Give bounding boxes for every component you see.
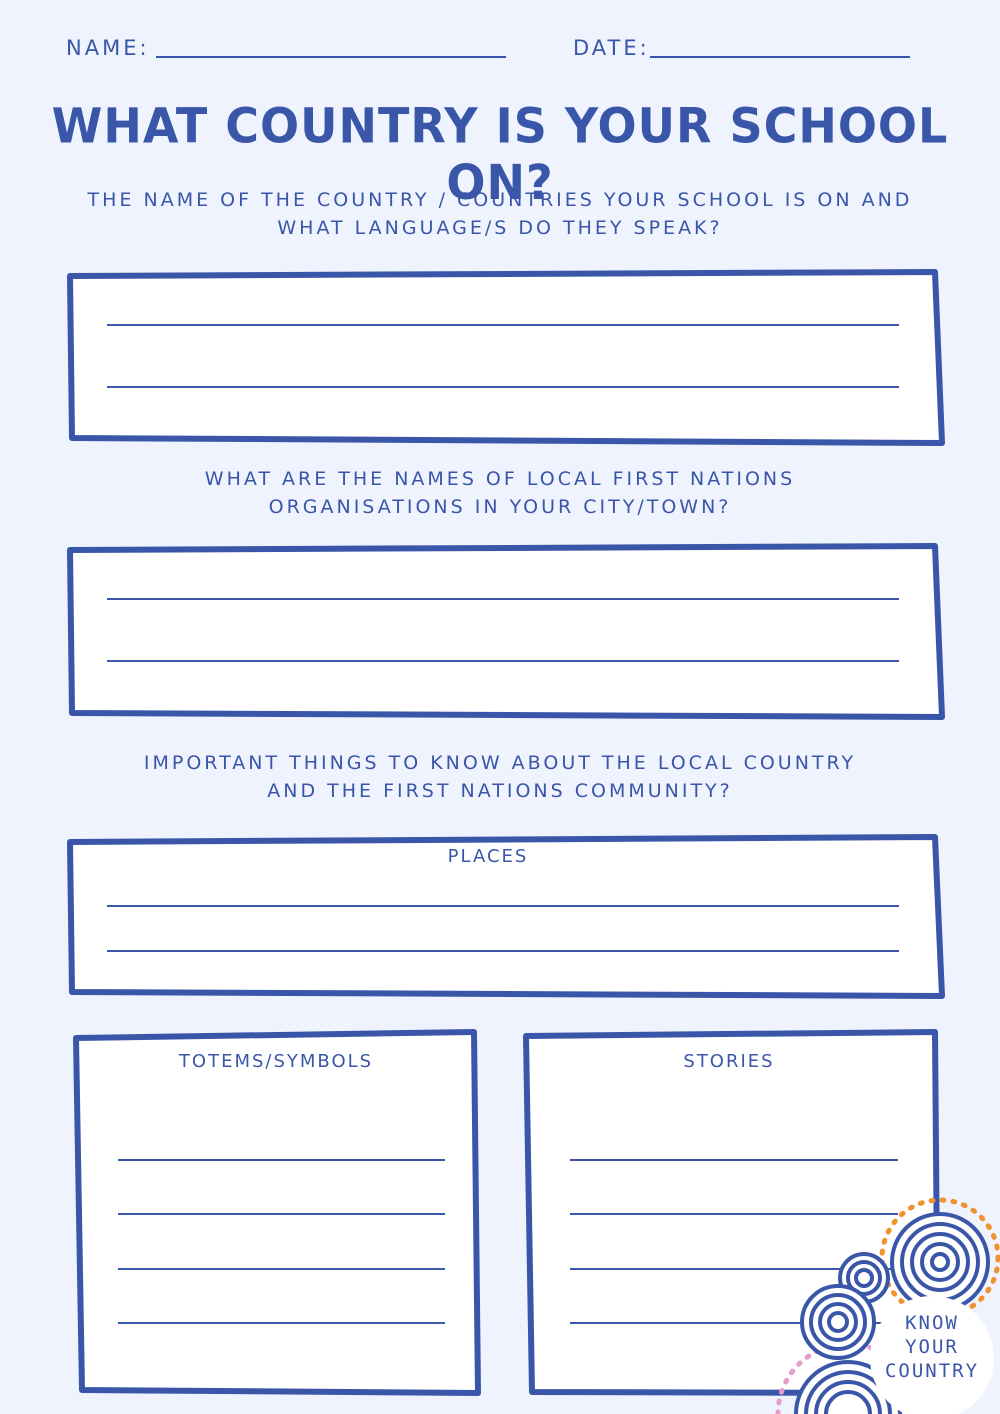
prompt-important: IMPORTANT THINGS TO KNOW ABOUT THE LOCAL… <box>50 749 950 805</box>
prompt-organisations-line1: WHAT ARE THE NAMES OF LOCAL FIRST NATION… <box>204 468 796 490</box>
logo-line-country: COUNTRY <box>884 1360 980 1382</box>
totems-answer-box <box>73 1029 481 1396</box>
organisations-answer-box <box>67 543 945 720</box>
prompt-organisations: WHAT ARE THE NAMES OF LOCAL FIRST NATION… <box>50 465 950 521</box>
country-answer-box <box>67 269 945 446</box>
stories-label: STORIES <box>683 1051 775 1072</box>
places-label: PLACES <box>447 846 529 867</box>
know-your-country-logo-art <box>775 1197 1000 1414</box>
prompt-country: THE NAME OF THE COUNTRY / COUNTRIES YOUR… <box>50 186 950 242</box>
name-label: NAME: <box>66 36 150 60</box>
prompt-country-line2: WHAT LANGUAGE/S DO THEY SPEAK? <box>277 217 723 239</box>
prompt-country-line1: THE NAME OF THE COUNTRY / COUNTRIES YOUR… <box>87 189 913 211</box>
logo-line-your: YOUR <box>905 1336 959 1358</box>
totems-label: TOTEMS/SYMBOLS <box>178 1051 374 1072</box>
know-your-country-logo: KNOW YOUR COUNTRY <box>872 1311 992 1383</box>
prompt-important-line2: AND THE FIRST NATIONS COMMUNITY? <box>267 780 733 802</box>
places-answer-box <box>67 834 945 999</box>
logo-line-know: KNOW <box>905 1312 959 1334</box>
prompt-organisations-line2: ORGANISATIONS IN YOUR CITY/TOWN? <box>268 496 732 518</box>
date-field[interactable] <box>650 56 910 58</box>
page-title: WHAT COUNTRY IS YOUR SCHOOL ON? <box>51 97 949 211</box>
date-label: DATE: <box>573 36 650 60</box>
prompt-important-line1: IMPORTANT THINGS TO KNOW ABOUT THE LOCAL… <box>143 752 857 774</box>
name-field[interactable] <box>156 56 506 58</box>
